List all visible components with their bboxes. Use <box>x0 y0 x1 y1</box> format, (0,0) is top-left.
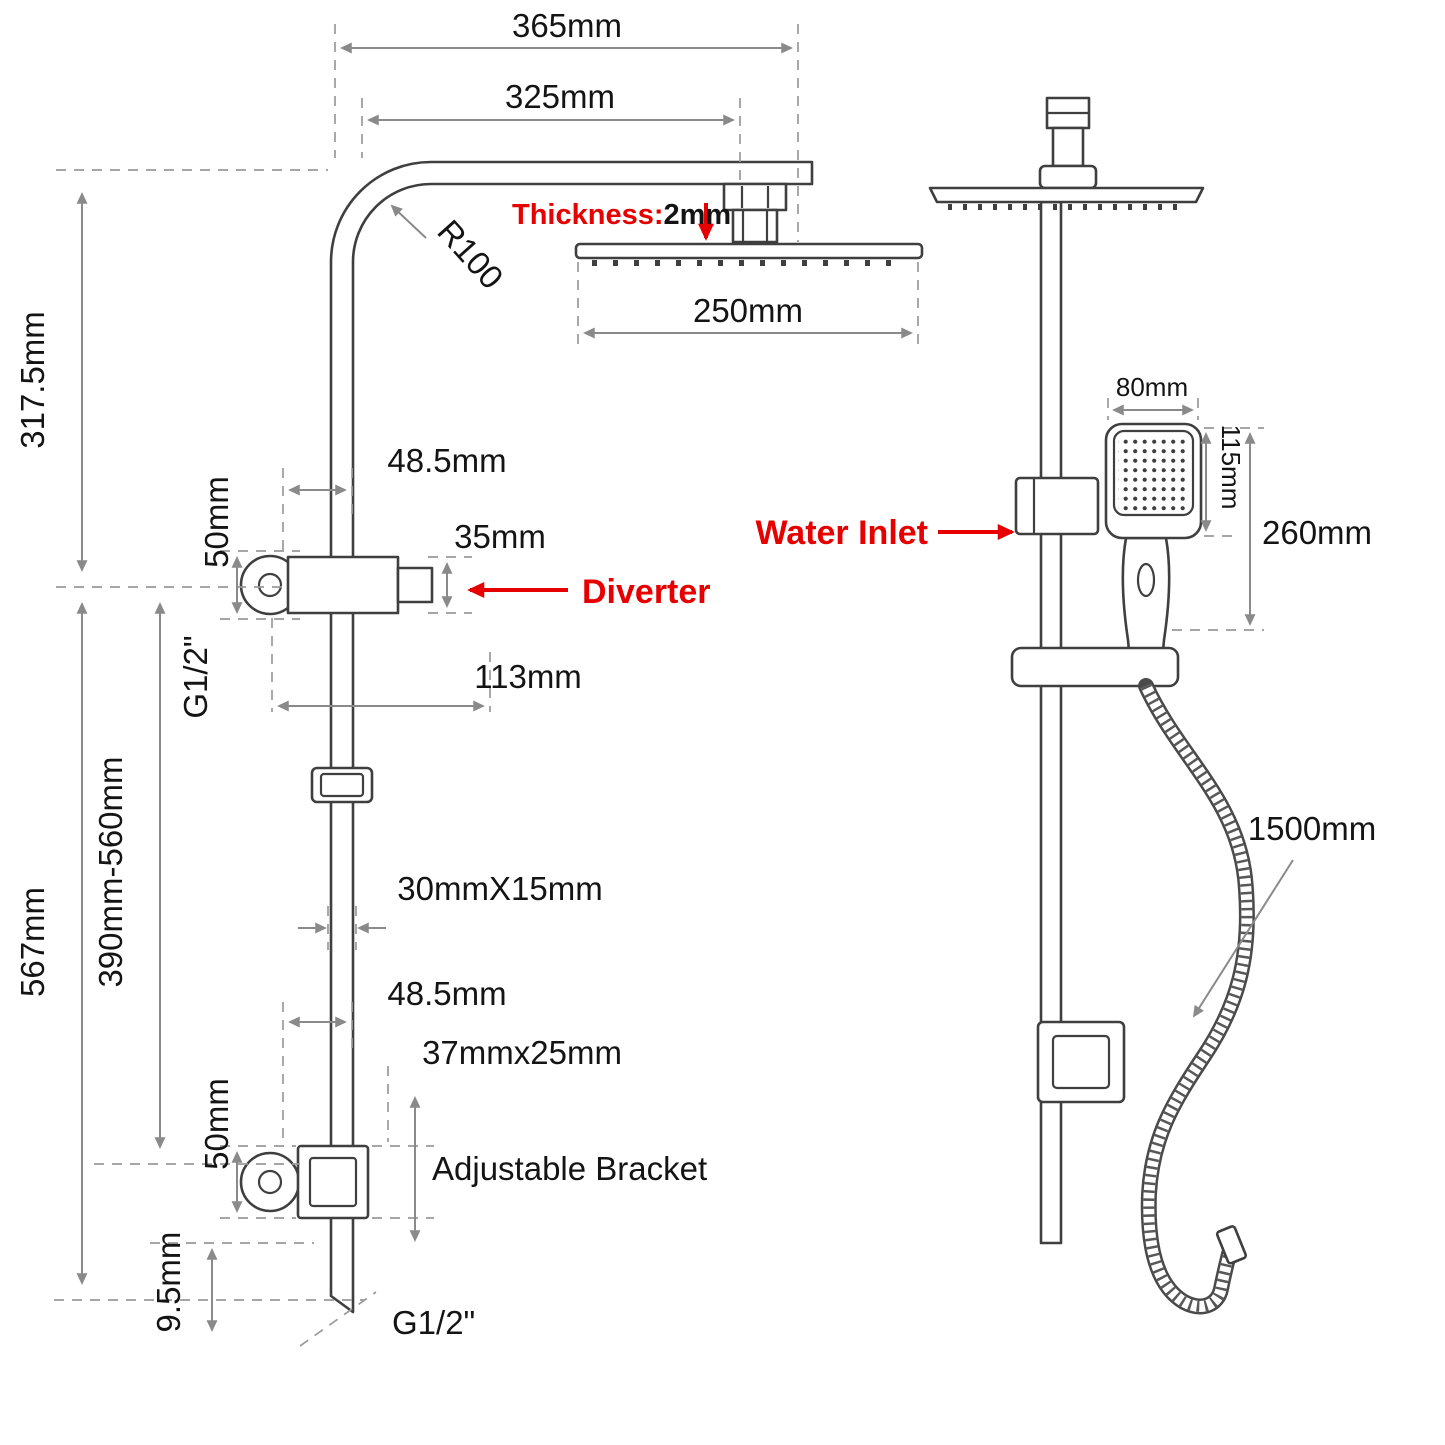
head-connector <box>722 182 788 212</box>
dim-label-250: 250mm <box>693 292 803 329</box>
dim-label-365: 365mm <box>512 7 622 44</box>
shower-rail-and-arm <box>329 160 814 1314</box>
adjustable-bracket-label: Adjustable Bracket <box>432 1150 707 1187</box>
dim-label-115: 115mm <box>1216 425 1246 510</box>
dim-label-317-5: 317.5mm <box>14 311 51 449</box>
mid-slider-bracket-inner <box>319 772 365 798</box>
dim-label-48-5-bottom: 48.5mm <box>387 975 506 1012</box>
dim-label-50-bottom: 50mm <box>198 1078 235 1170</box>
radius-label: R100 <box>430 213 510 296</box>
handset-holder-bracket <box>1010 646 1180 688</box>
hand-shower-handle <box>1121 536 1171 664</box>
dimension-arrows <box>76 42 1294 1332</box>
diverter-flange-inner <box>257 572 283 598</box>
thread-label-bottom: G1/2" <box>392 1304 475 1341</box>
hose-end-nut <box>1215 1225 1248 1265</box>
labels: 365mm 325mm R100 Thickness:2mm 250mm 317… <box>14 7 1376 1341</box>
hand-shower-spray-dots <box>1118 435 1189 511</box>
dim-label-50-top: 50mm <box>198 476 235 568</box>
dim-label-48-5-top: 48.5mm <box>387 442 506 479</box>
diverter-body <box>286 555 400 615</box>
right-bottom-bracket-inner <box>1051 1034 1111 1090</box>
thickness-word: Thickness: <box>512 199 664 231</box>
dim-label-80: 80mm <box>1116 372 1188 402</box>
dim-label-567: 567mm <box>14 887 51 997</box>
dim-label-113: 113mm <box>474 658 582 695</box>
radius-leader-arrow <box>390 204 427 239</box>
dim-label-325: 325mm <box>505 78 615 115</box>
bottom-bracket-flange-inner <box>257 1169 283 1195</box>
dim-label-30x15: 30mmX15mm <box>397 870 602 907</box>
dim-arrow-1500 <box>1192 859 1294 1018</box>
thread-label-top: G1/2" <box>177 635 214 718</box>
handle-button <box>1136 562 1156 598</box>
adjustable-bracket-inner <box>308 1156 358 1208</box>
shower-hose-ribs <box>1140 683 1253 1312</box>
dim-label-35: 35mm <box>454 518 546 555</box>
adjustable-bracket-body <box>296 1144 370 1220</box>
water-inlet-block <box>1014 476 1100 536</box>
dim-label-37x25: 37mmx25mm <box>422 1034 622 1071</box>
right-fixture <box>928 96 1255 1315</box>
dim-label-390-560: 390mm-560mm <box>92 756 129 987</box>
stem-neck <box>1051 126 1085 168</box>
bottom-bracket-flange <box>239 1151 301 1213</box>
diverter-label: Diverter <box>582 573 711 611</box>
dim-label-260: 260mm <box>1262 514 1372 551</box>
diverter-knob <box>396 566 434 604</box>
reference-lines <box>54 24 1264 1347</box>
hand-shower-face <box>1112 429 1195 517</box>
stem-flange <box>1038 164 1098 190</box>
rain-head-plate <box>928 186 1205 204</box>
head-connector-nut <box>731 208 779 244</box>
mid-slider-bracket <box>310 766 374 804</box>
thickness-value: 2mm <box>664 199 732 231</box>
water-inlet-label: Water Inlet <box>755 514 928 552</box>
left-fixture <box>239 160 924 1314</box>
dim-label-9-5: 9.5mm <box>150 1232 187 1333</box>
right-bottom-bracket <box>1036 1020 1126 1104</box>
thickness-label: Thickness:2mm <box>512 199 731 231</box>
rain-shower-plate <box>574 242 924 260</box>
dim-label-1500: 1500mm <box>1248 810 1376 847</box>
